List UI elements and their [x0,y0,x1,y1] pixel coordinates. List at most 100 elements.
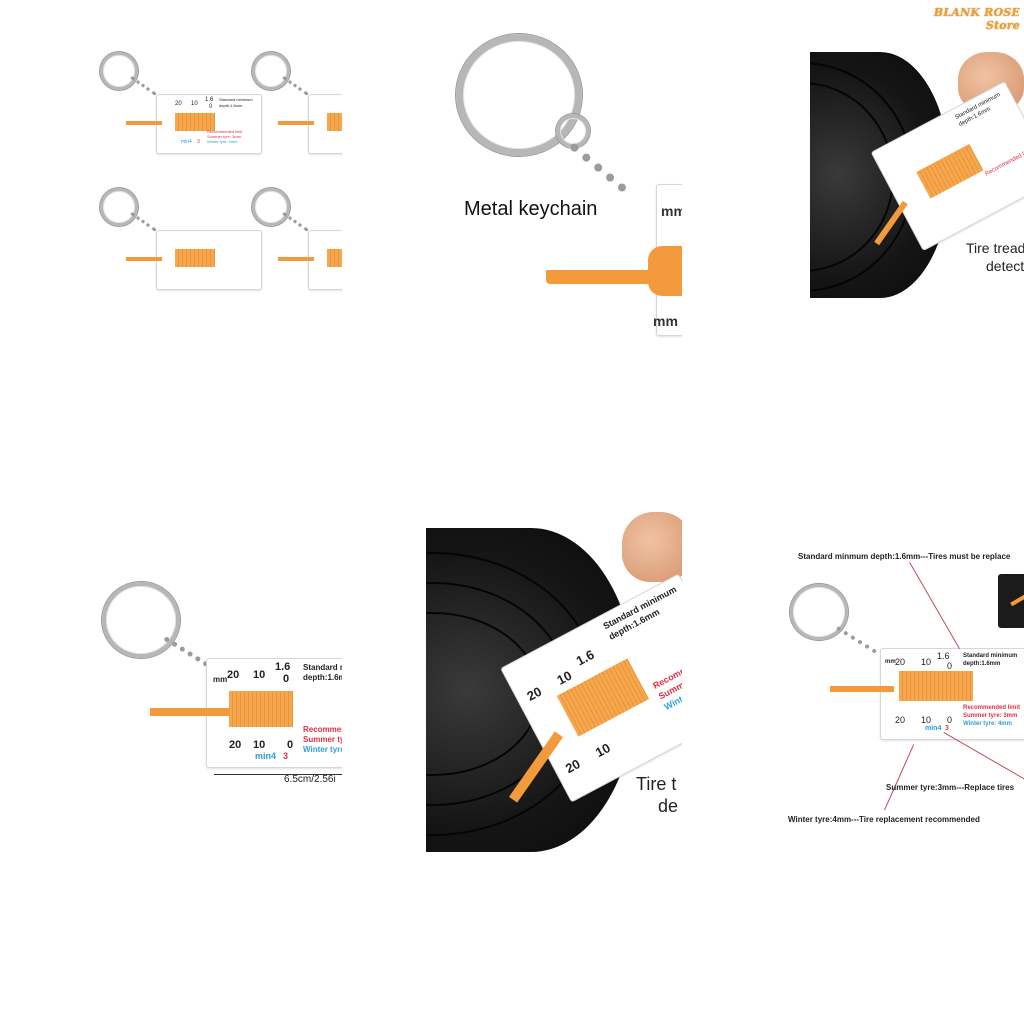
recommended-label: Recommended limit [963,705,1021,711]
scale-label: 20 [175,101,182,107]
gauge-probe [126,121,162,125]
tire-thumbnail [998,574,1024,628]
key-ring [252,52,290,90]
scale-label: 10 [592,740,613,761]
gauge-probe [278,257,314,261]
scale-label: 10 [554,667,575,688]
panel-metal-keychain: Metal keychain mm mm [426,24,682,344]
scale-label: 10 [921,715,932,725]
scale-label: 0 [947,661,953,671]
min4-label: min4 [181,139,192,145]
standard-depth: depth:1.6mm [963,661,1001,667]
gauge-slider [327,249,342,267]
caption-detect: detect [986,258,1024,274]
summer-label: Summer tyre: 3mm [207,134,242,139]
scale-label: 10 [253,669,266,681]
key-ring [102,582,180,658]
gauge-probe [278,121,314,125]
gauge-probe [150,708,230,716]
unit-label: mm [661,203,682,219]
scale-label: 1.6 [937,651,950,661]
caption-metal-keychain: Metal keychain [464,198,598,220]
chain [568,142,628,194]
chain [282,76,309,96]
scale-label: 0 [287,739,294,751]
gauge-slider [175,113,215,131]
summer-label: Summer tyre: 3mm [963,713,1018,719]
panel-tire-detect-top: Standard minimum depth:1.6mm Recommended… [810,52,1024,298]
gauge-card: mm 20 10 1.6 0 Standard minimum depth:1.… [880,648,1024,740]
winter-label: Winter tyre: 4mm [207,139,238,144]
scale-label: 20 [895,657,906,667]
gauge-slider [327,113,342,131]
caption-tire-t: Tire t [636,774,677,794]
size-label: 6.5cm/2.56i [284,774,336,785]
gauge-probe [126,257,162,261]
standard-label: Standard minimum [303,663,342,672]
caption-tire-tread: Tire tread [966,240,1024,256]
chain [835,626,878,654]
finger [622,512,682,582]
gauge-probe [830,686,894,692]
gauge-slider [175,249,215,267]
winter-label: Winter tyre: 4mm [303,745,342,754]
unit-label: mm [653,313,678,329]
summer-label: Summer tyre: 3mm [303,735,342,744]
leader-line [884,744,915,811]
min3-label: 3 [945,725,949,732]
panel-size: mm 20 10 1.6 0 Standard minimum depth:1.… [96,570,342,800]
key-ring [790,584,848,640]
scale-label: 10 [191,101,198,107]
unit-label: mm [213,675,228,684]
gauge-slider [556,658,649,737]
chain [130,76,157,96]
scale-label: 20 [524,683,545,704]
gauge-slider [899,671,973,701]
key-ring [100,52,138,90]
panel-four-keychains: 20 10 1.6 0 Standard minimum depth:1.6mm… [96,44,342,294]
standard-label: Standard minimum [963,653,1018,659]
scale-label: 10 [253,739,266,751]
key-ring [100,188,138,226]
gauge-probe [546,270,676,284]
annotation-winter: Winter tyre:4mm---Tire replacement recom… [788,815,980,824]
gauge-card: mm 20 10 1.6 0 Standard minimum depth:1.… [206,658,342,768]
min3-label: 3 [197,139,200,145]
min3-label: 3 [283,751,289,761]
recommended-label: Recommended limit [984,147,1024,178]
standard-depth: depth:1.6mm [219,103,243,108]
gauge-slider [916,143,984,199]
store-logo: BLANK ROSE Store [933,6,1020,32]
standard-label: Standard minimum [219,97,253,102]
scale-label: 0 [209,104,213,110]
chain [130,212,157,232]
key-ring [252,188,290,226]
gauge-card [156,230,262,290]
size-line [214,774,342,775]
min4-label: min4 [925,725,942,732]
standard-depth: depth:1.6mm [303,673,342,682]
recommended-label: Recommended limit [303,725,342,734]
annotation-summer: Summer tyre:3mm---Replace tires [886,783,1015,792]
scale-label: 1.6 [205,97,214,103]
winter-label: Winter tyre: 4mm [963,721,1012,727]
gauge-card: 20 10 1.6 0 Standard minimum depth:1.6mm… [156,94,262,154]
unit-label: mm [885,659,896,665]
scale-label: 20 [895,715,906,725]
small-ring [556,114,590,148]
gauge-probe-base [648,246,682,296]
scale-label: 20 [229,739,242,751]
recommended-label: Recommended limit [207,129,243,134]
scale-label: 1.6 [275,661,291,673]
key-ring [456,34,582,156]
leader-line [909,562,960,650]
scale-label: 0 [283,673,290,685]
scale-label: 1.6 [573,646,597,669]
annotation-standard: Standard minmum depth:1.6mm---Tires must… [798,552,1011,561]
scale-label: 10 [921,657,932,667]
panel-tire-detect-large: Standard minimum depth:1.6mm 20 10 1.6 R… [426,512,682,852]
scale-label: 20 [562,756,583,777]
min4-label: min4 [255,751,277,761]
scale-label: 20 [227,669,240,681]
panel-annotated: Standard minmum depth:1.6mm---Tires must… [784,540,1024,840]
